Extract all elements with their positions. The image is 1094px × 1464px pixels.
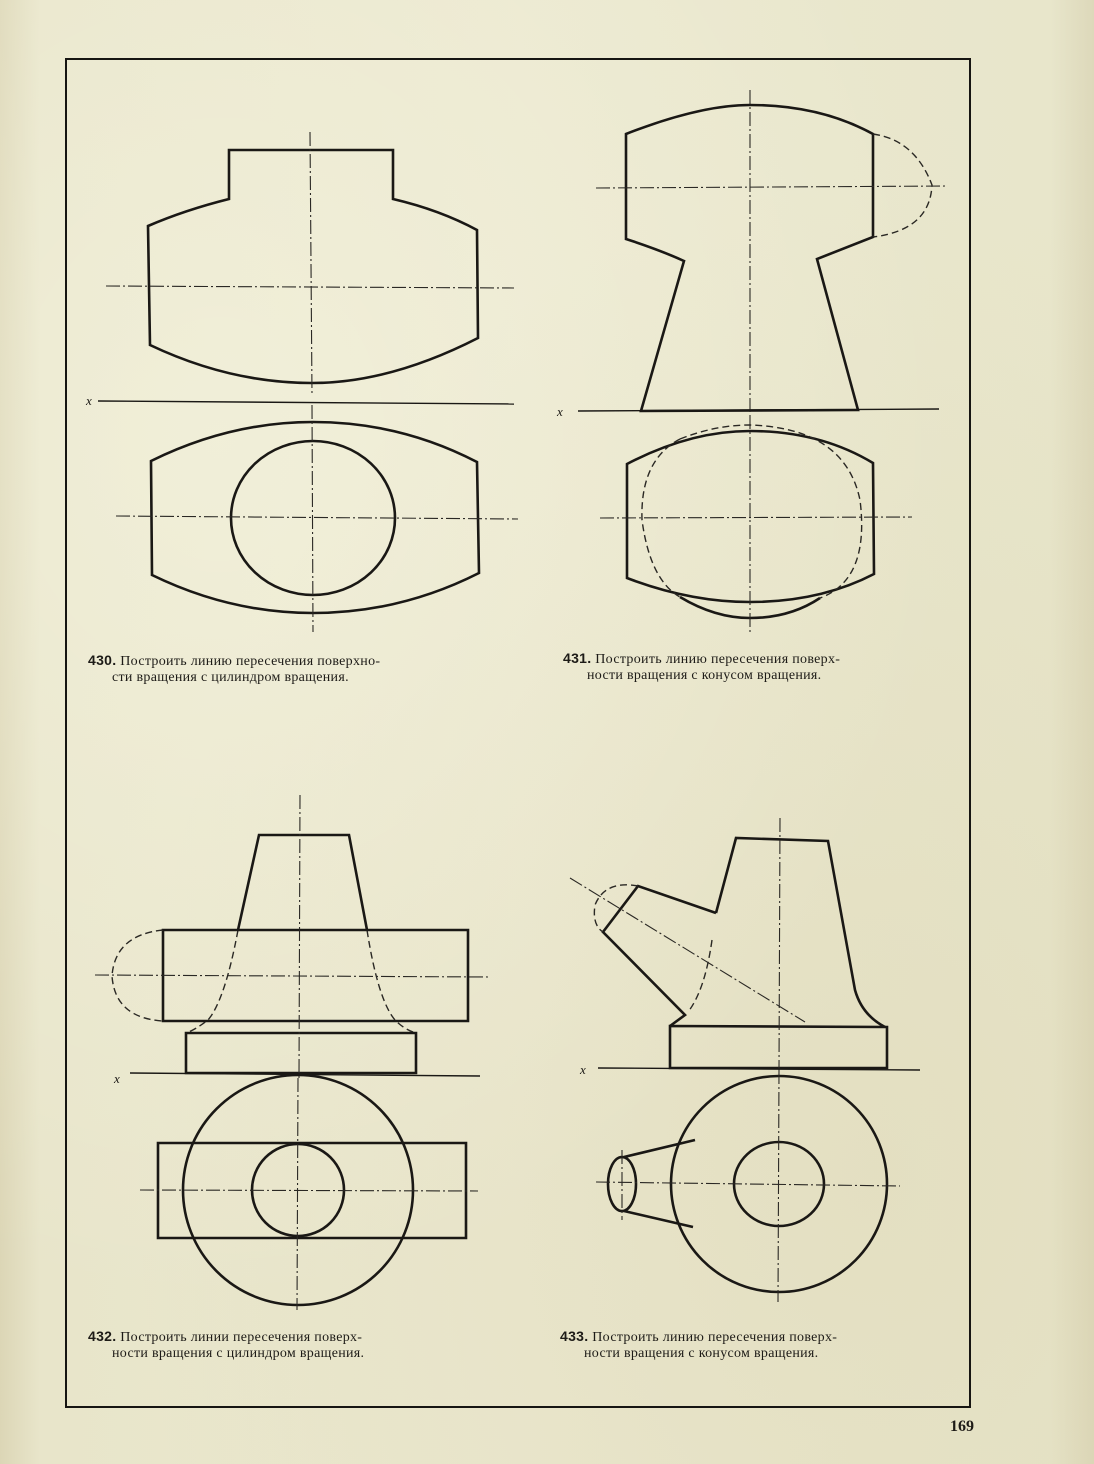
fig430-vertical-axis: [309, 131, 313, 396]
fig430-x-label: x: [85, 393, 92, 408]
fig430-front-view-outline: [146, 148, 480, 385]
figure-432: x: [94, 794, 491, 1311]
exercise-number-430: 430.: [88, 652, 117, 668]
fig431-cone-hidden-arc: [872, 133, 933, 238]
caption-430-line2: сти вращения с цилиндром вращения.: [112, 670, 349, 685]
fig432-cylinder-rect: [161, 928, 470, 1023]
fig433-top-vertical-axis: [777, 1069, 780, 1303]
fig433-intersection-hidden: [687, 939, 713, 1013]
caption-431-line1: Построить линию пересечения поверх-: [595, 652, 841, 667]
caption-430-line1: Построить линию пересечения поверхно-: [120, 654, 381, 669]
figure-430: x: [85, 131, 519, 633]
fig433-x-ground-line: [597, 1067, 921, 1071]
fig432-horizontal-axis: [94, 974, 491, 978]
caption-433-line1: Построить линию пересечения поверх-: [592, 1330, 838, 1345]
fig432-cylinder-end-arc: [111, 929, 164, 1022]
fig433-base: [668, 1024, 889, 1070]
caption-433: 433. Построить линию пересечения поверх-…: [560, 1328, 960, 1362]
fig433-side-cone-top-edge: [623, 1138, 696, 1159]
fig433-side-cone-bottom-edge: [623, 1209, 694, 1229]
fig433-inclined-axis: [569, 877, 806, 1023]
fig431-top-view-outline: [625, 429, 876, 604]
fig431-x-ground-line: [577, 408, 940, 412]
fig430-cylinder-circle: [229, 439, 397, 597]
fig433-top-horizontal-axis: [595, 1181, 901, 1187]
fig432-top-horizontal-axis: [139, 1189, 479, 1192]
figure-431: x: [556, 90, 947, 632]
caption-432-line2: ности вращения с цилиндром вращения.: [112, 1346, 365, 1361]
figure-433: x: [569, 817, 921, 1303]
fig432-base-circle: [181, 1073, 415, 1307]
page-frame: [65, 58, 971, 1408]
fig433-side-cone-hidden-end: [593, 884, 639, 933]
fig430-horizontal-axis: [105, 285, 515, 289]
page-number: 169: [950, 1418, 974, 1435]
caption-431-line2: ности вращения с конусом вращения.: [587, 668, 822, 683]
fig432-intersection-right: [366, 929, 417, 1034]
fig431-x-label: x: [556, 404, 563, 419]
fig431-cone-circle-hidden-right: [679, 424, 863, 599]
fig432-cylinder-top-rect: [156, 1141, 468, 1240]
fig432-intersection-left: [185, 929, 239, 1034]
fig433-x-label: x: [579, 1062, 586, 1077]
caption-432-line1: Построить линии пересечения поверх-: [120, 1330, 363, 1345]
caption-432: 432. Построить линии пересечения поверх-…: [88, 1328, 508, 1362]
exercise-number-432: 432.: [88, 1328, 117, 1344]
caption-431: 431. Построить линию пересечения поверх-…: [563, 650, 963, 684]
fig430-x-ground-line: [97, 400, 515, 405]
fig432-top-vertical-axis: [296, 1077, 299, 1311]
caption-430: 430. Построить линию пересечения поверхн…: [88, 652, 508, 686]
fig431-top-horizontal-axis: [599, 516, 913, 519]
exercise-number-431: 431.: [563, 650, 592, 666]
fig431-cone-circle-hidden-left: [641, 438, 681, 598]
fig432-cone-outline: [236, 833, 369, 931]
fig430-top-vertical-axis: [311, 404, 314, 633]
fig432-x-label: x: [113, 1071, 120, 1086]
fig430-top-view-outline: [149, 420, 481, 615]
caption-433-line2: ности вращения с конусом вращения.: [584, 1346, 819, 1361]
fig432-base: [184, 1031, 418, 1075]
fig431-front-view-outline: [624, 103, 875, 413]
fig433-vertical-axis: [778, 817, 781, 1071]
fig431-horizontal-axis: [595, 185, 947, 189]
fig432-vertical-axis: [298, 794, 301, 1079]
fig433-main-outline: [714, 836, 886, 1029]
fig430-top-horizontal-axis: [115, 515, 519, 520]
fig433-side-cone-outline: [601, 884, 717, 1028]
exercise-number-433: 433.: [560, 1328, 589, 1344]
